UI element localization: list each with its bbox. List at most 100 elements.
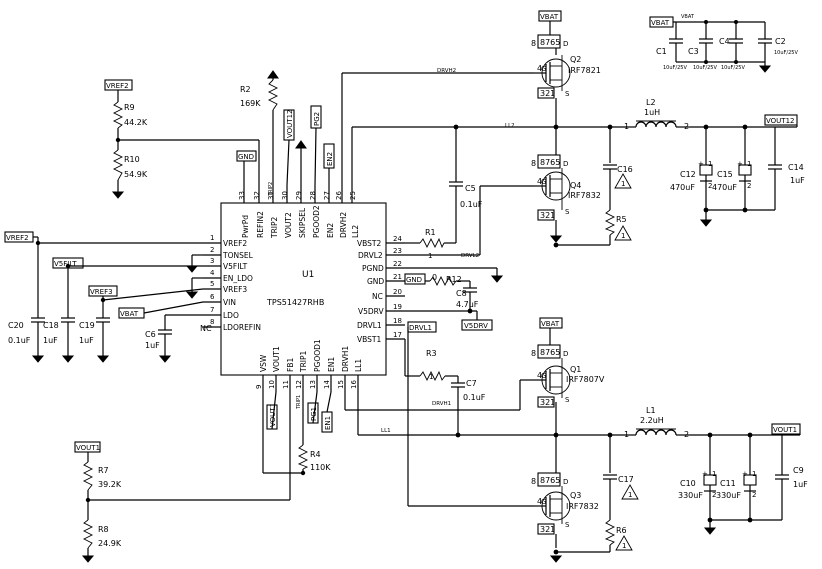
svg-text:+: + [737,160,743,168]
resistors: R9 44.2K R10 54.9K R2 169K R1 1 R12 0 R5… [82,79,627,549]
c14-val: 1uF [790,176,805,185]
pin-name-trip2: TRIP2 [270,216,279,239]
pin-name-vref2: VREF2 [223,239,247,248]
svg-text:8: 8 [531,159,536,168]
r2-ref: R2 [240,85,251,94]
svg-text:DRVH2: DRVH2 [437,68,456,74]
pin-num-33: 33 [238,191,246,200]
net-v5filt: V5FILT [54,260,77,268]
ground-icon [758,65,772,73]
svg-text:8765: 8765 [540,348,560,357]
q4-ref: Q4 [570,181,581,190]
net-v5drv: V5DRV [464,322,488,330]
polarity-marks: 1 + 2 1 + 2 1 + 2 1 + 2 [698,160,756,499]
pin-num-13: 13 [309,380,317,389]
pin-name-drvl2: DRVL2 [358,251,383,260]
pin-name-v5drv: V5DRV [358,307,384,316]
ground-icon [703,527,717,535]
c8-ref: C8 [456,289,467,298]
r6-ref: R6 [616,526,627,535]
pin-name-pwrpd: PwrPd [241,215,250,238]
c2-val: 10uF/25V [774,50,798,56]
svg-text:321: 321 [540,398,555,407]
pin-name-en1: EN1 [327,357,336,372]
ground-icon [185,265,199,273]
pin-name-fb1: FB1 [286,358,295,372]
net-pg2: PG2 [313,112,321,126]
c4-ref: C4 [719,37,730,46]
junctions [35,20,753,555]
net-gnd-right: GND [406,276,422,284]
net-vout1-right: VOUT1 [773,426,797,434]
pin-name-drvh2: DRVH2 [339,212,348,238]
net-labels: VREF2 GND VOUT12 PG2 EN2 VREF2 V5FILT VR… [4,10,801,453]
svg-text:321: 321 [540,525,555,534]
l1-val: 2.2uH [640,416,664,425]
c11-val: 330uF [716,491,741,500]
mosfet-q3: 8 8765 D 4 G 321 S Q3 IRF7832 [531,472,599,535]
svg-text:D: D [563,40,568,48]
c1-ref: C1 [656,47,667,56]
c7-ref: C7 [466,379,477,388]
svg-text:G: G [541,178,546,186]
pin-num-15: 15 [337,380,345,389]
svg-text:+: + [742,470,748,478]
pin-name-vref3: VREF3 [223,285,247,294]
r9-val: 44.2K [124,118,148,127]
pin-name-en2: EN2 [326,223,335,238]
r10-ref: R10 [124,155,140,164]
pin-num-6: 6 [210,293,215,301]
ground-icon [96,355,110,363]
pin-num-25: 25 [349,191,357,200]
svg-text:4: 4 [537,371,542,380]
c15-ref: C15 [717,170,733,179]
net-en2: EN2 [326,152,334,166]
c4-val: 10uF/25V [721,65,745,71]
svg-text:8: 8 [531,349,536,358]
pin-num-22: 22 [393,260,402,268]
pin-name-ldo: LDO [223,311,239,320]
net-vbat-caps: VBAT [651,19,670,27]
ground-icon [549,235,563,243]
pin-name-ldorefin: LDOREFIN [223,323,261,332]
pin-num-4: 4 [210,269,215,277]
c10-ref: C10 [680,479,696,488]
svg-text:D: D [563,478,568,486]
c5-val: 0.1uF [460,200,483,209]
nc-label: NC [200,324,212,333]
svg-text:DRVH1: DRVH1 [432,401,451,407]
net-vref3: VREF3 [90,288,113,296]
r8-ref: R8 [98,525,109,534]
svg-text:2: 2 [708,182,712,190]
pin-num-7: 7 [210,306,214,314]
pin-name-tonsel: TONSEL [222,251,254,260]
q3-ref: Q3 [570,491,581,500]
pin-name-vbst2: VBST2 [357,239,381,248]
q2-part: IRF7821 [568,66,601,75]
pin-name-drvl1: DRVL1 [357,321,382,330]
pin-num-21: 21 [393,273,402,281]
ground-icon [490,275,504,283]
warn-icon: 1 [622,542,626,550]
ic-u1-part: TPS51427RHB [266,298,324,307]
svg-text:S: S [565,396,570,404]
mosfet-q4: 8 8765 D 4 G 321 S Q4 IRF7832 [531,154,601,221]
pin-num-31: 31 [267,191,275,200]
l2-val: 1uH [644,108,660,117]
r12-ref: R12 [446,275,462,284]
r2-val: 169K [240,99,261,108]
c9-ref: C9 [793,466,804,475]
pin-name-pgnd: PGND [362,264,384,273]
r4-val: 110K [310,463,331,472]
c16-ref: C16 [617,165,633,174]
c8-val: 4.7uF [456,300,479,309]
c3-ref: C3 [688,47,699,56]
c20-val: 0.1uF [8,336,31,345]
svg-text:G: G [541,372,546,380]
pin-name-ll1: LL1 [354,359,363,372]
q3-part: IRF7832 [566,502,599,511]
svg-text:4: 4 [537,497,542,506]
svg-text:S: S [565,521,570,529]
pin-name-vsw: VSW [259,354,268,372]
pin-name-vbst1: VBST1 [357,335,381,344]
